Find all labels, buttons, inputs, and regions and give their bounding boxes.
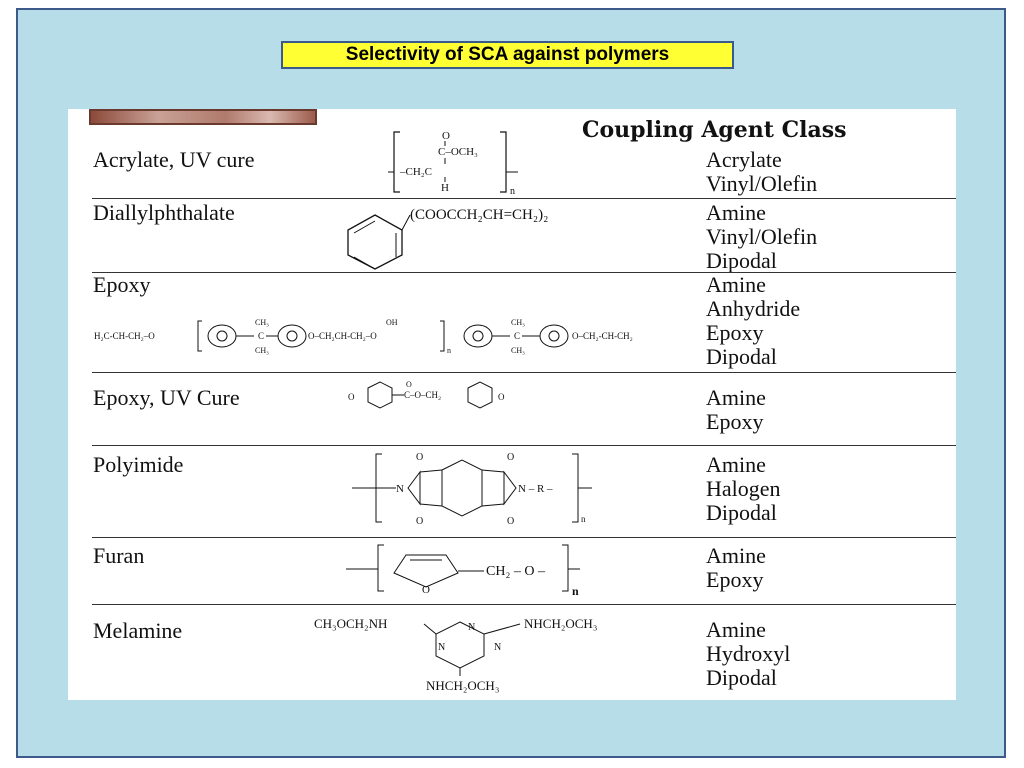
agents-melamine: Amine Hydroxyl Dipodal [706, 618, 790, 690]
polymer-polyimide: Polyimide [93, 452, 184, 477]
polyimide-o2: O [416, 516, 423, 527]
agent-item: Hydroxyl [706, 641, 791, 666]
epoxy-c2: C [514, 331, 520, 341]
row-divider [92, 445, 956, 446]
agent-item: Amine [706, 617, 766, 642]
dap-formula: (COOCCH₂CH=CH₂)₂ [410, 207, 548, 223]
polyimide-n-left: N [396, 483, 404, 495]
melamine-n3: N [494, 642, 501, 653]
agent-item: Halogen [706, 476, 781, 501]
agents-epoxy-uv: Amine Epoxy [706, 386, 766, 434]
slide-title: Selectivity of SCA against polymers [345, 44, 670, 65]
agent-item: Acrylate [706, 147, 782, 172]
acrylate-ester: C–OCH₃ [438, 146, 478, 158]
row-divider [92, 604, 956, 605]
furan-n: n [572, 584, 579, 598]
polyimide-r: N – R – [518, 483, 553, 495]
acrylate-h: H [441, 182, 449, 194]
epoxy-n: n [447, 346, 451, 355]
agent-item: Epoxy [706, 320, 764, 345]
melamine-bottom: NHCH₂OCH₃ [426, 678, 499, 693]
agent-item: Epoxy [706, 567, 764, 592]
epoxy-ch3-bottom2: CH₃ [511, 346, 525, 355]
polyimide-n: n [581, 514, 586, 524]
epoxy-ch3-bottom: CH₃ [255, 346, 269, 355]
polyimide-o1: O [416, 452, 423, 463]
epoxy-end-left: H₂C-CH-CH₂–O [94, 331, 155, 341]
epoxy-c: C [258, 331, 264, 341]
agent-item: Dipodal [706, 344, 777, 369]
row-divider [92, 372, 956, 373]
agent-item: Amine [706, 452, 766, 477]
epoxy-ch3-top2: CH₃ [511, 318, 525, 327]
polymer-acrylate: Acrylate, UV cure [93, 147, 255, 172]
polyimide-o4: O [507, 516, 514, 527]
agents-polyimide: Amine Halogen Dipodal [706, 453, 781, 525]
agent-item: Amine [706, 385, 766, 410]
row-divider [92, 537, 956, 538]
epoxy-uv-link: C–O–CH₂ [404, 390, 441, 400]
agent-item: Dipodal [706, 500, 777, 525]
agents-epoxy: Amine Anhydride Epoxy Dipodal [706, 273, 800, 369]
polyimide-o3: O [507, 452, 514, 463]
row-divider [92, 198, 956, 199]
melamine-n2: N [438, 642, 445, 653]
agent-item: Amine [706, 543, 766, 568]
acrylate-o: O [442, 130, 450, 142]
epoxy-oh: OH [386, 318, 398, 327]
agents-dap: Amine Vinyl/Olefin Dipodal [706, 201, 817, 273]
epoxy-ch3-top: CH₃ [255, 318, 269, 327]
agent-item: Vinyl/Olefin [706, 171, 818, 196]
title-box: Selectivity of SCA against polymers [281, 41, 734, 69]
polymer-epoxy: Epoxy [93, 272, 151, 297]
acrylate-structure: O C–OCH₃ –CH₂C H n [388, 130, 518, 197]
melamine-n1: N [468, 622, 475, 633]
agents-acrylate: Acrylate Vinyl/Olefin [706, 148, 817, 196]
epoxy-end-right: O–CH₂-CH-CH₂ [572, 331, 633, 341]
epoxy-uv-structure: O O C–O–CH₂ O [348, 380, 505, 409]
acrylate-ch2: –CH₂C [399, 166, 432, 178]
agent-item: Dipodal [706, 248, 777, 273]
agent-item: Amine [706, 272, 766, 297]
epoxy-structure: H₂C-CH-CH₂–O CH₃ C CH₃ OH O–CH₂CH-CH₂–O … [94, 318, 633, 355]
furan-link: CH₂ – O – [486, 564, 546, 579]
agent-item: Epoxy [706, 409, 764, 434]
agent-item: Amine [706, 200, 766, 225]
table-header: Coupling Agent Class [582, 117, 847, 143]
polymer-epoxy-uv: Epoxy, UV Cure [93, 385, 240, 410]
agents-furan: Amine Epoxy [706, 544, 766, 592]
melamine-structure: CH₃OCH₂NH NHCH₂OCH₃ N N N NHCH₂OCH₃ [314, 616, 597, 693]
agent-item: Dipodal [706, 665, 777, 690]
furan-structure: O CH₂ – O – n [346, 544, 580, 598]
polymer-melamine: Melamine [93, 618, 183, 643]
agent-item: Vinyl/Olefin [706, 224, 818, 249]
photo-strip [89, 109, 317, 125]
melamine-right: NHCH₂OCH₃ [524, 616, 597, 631]
melamine-left: CH₃OCH₂NH [314, 616, 387, 631]
polyimide-structure: N O O O O N – R – n [352, 452, 592, 527]
agent-item: Anhydride [706, 296, 801, 321]
epoxy-mid: O–CH₂CH-CH₂–O [308, 331, 377, 341]
dap-structure: (COOCCH₂CH=CH₂)₂ [347, 207, 548, 270]
row-divider [92, 272, 956, 273]
furan-o: O [422, 584, 430, 596]
epoxy-uv-o-right: O [498, 392, 505, 402]
epoxy-uv-o-left: O [348, 392, 355, 402]
polymer-dap: Diallylphthalate [93, 200, 235, 225]
polymer-table [68, 109, 956, 700]
acrylate-n: n [510, 186, 515, 197]
polymer-furan: Furan [93, 543, 145, 568]
epoxy-uv-o-top: O [406, 380, 412, 389]
